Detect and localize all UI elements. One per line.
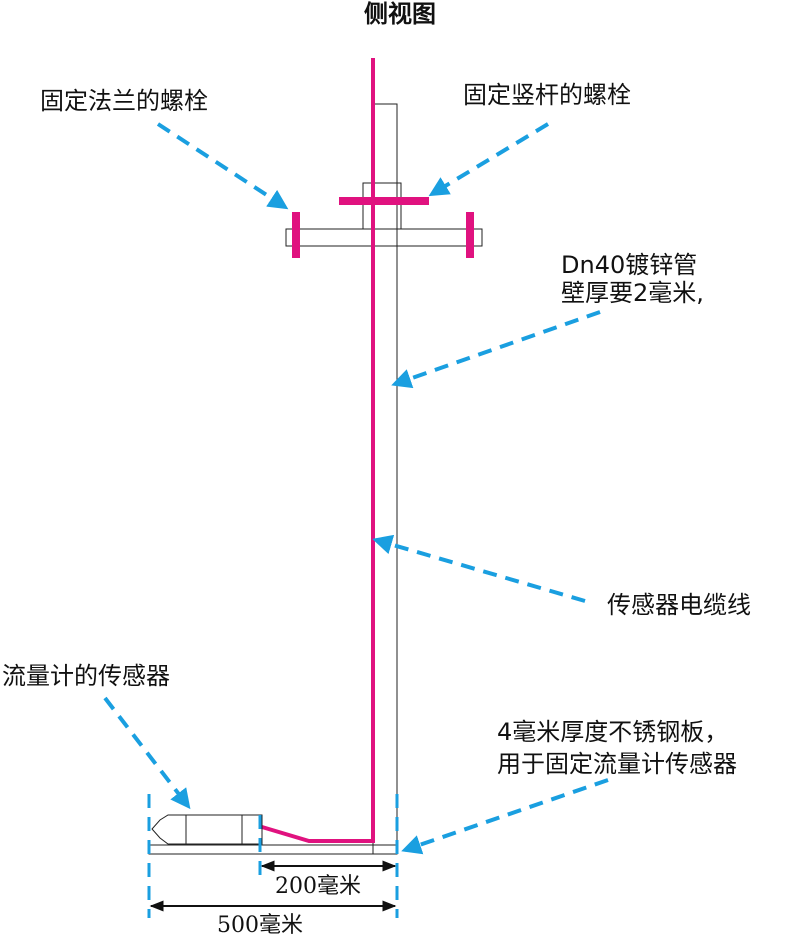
dimension-outer-label: 500毫米 (217, 913, 303, 937)
leader-plate (401, 778, 609, 855)
dimension-inner-label: 200毫米 (275, 874, 361, 899)
diagram-title: 侧视图 (364, 0, 436, 28)
flange-plate (285, 228, 483, 247)
label-plate-line2: 用于固定流量计传感器 (497, 750, 737, 778)
leader-sensor (103, 696, 191, 810)
leader-pole-bolt (428, 122, 550, 197)
pole-bolt-body (362, 182, 402, 230)
leader-flange-bolt (156, 122, 289, 210)
flange-bolt-left (292, 212, 300, 258)
flowmeter-sensor (151, 814, 263, 845)
label-pipe-line1: Dn40镀锌管 (561, 251, 697, 279)
label-plate-line1: 4毫米厚度不锈钢板， (497, 718, 728, 746)
label-sensor: 流量计的传感器 (2, 662, 170, 690)
leader-cable (372, 534, 586, 603)
flange-bolt-right (466, 212, 474, 258)
pole-bolt (339, 197, 429, 205)
leader-pipe (391, 310, 601, 389)
label-flange-bolt: 固定法兰的螺栓 (40, 87, 208, 115)
label-cable: 传感器电缆线 (607, 591, 751, 619)
sensor-cable (261, 58, 375, 843)
stainless-plate (148, 844, 398, 855)
galvanized-pipe (372, 103, 398, 855)
label-pole-bolt: 固定竖杆的螺栓 (463, 81, 631, 109)
label-pipe-line2: 壁厚要2毫米, (561, 279, 704, 307)
